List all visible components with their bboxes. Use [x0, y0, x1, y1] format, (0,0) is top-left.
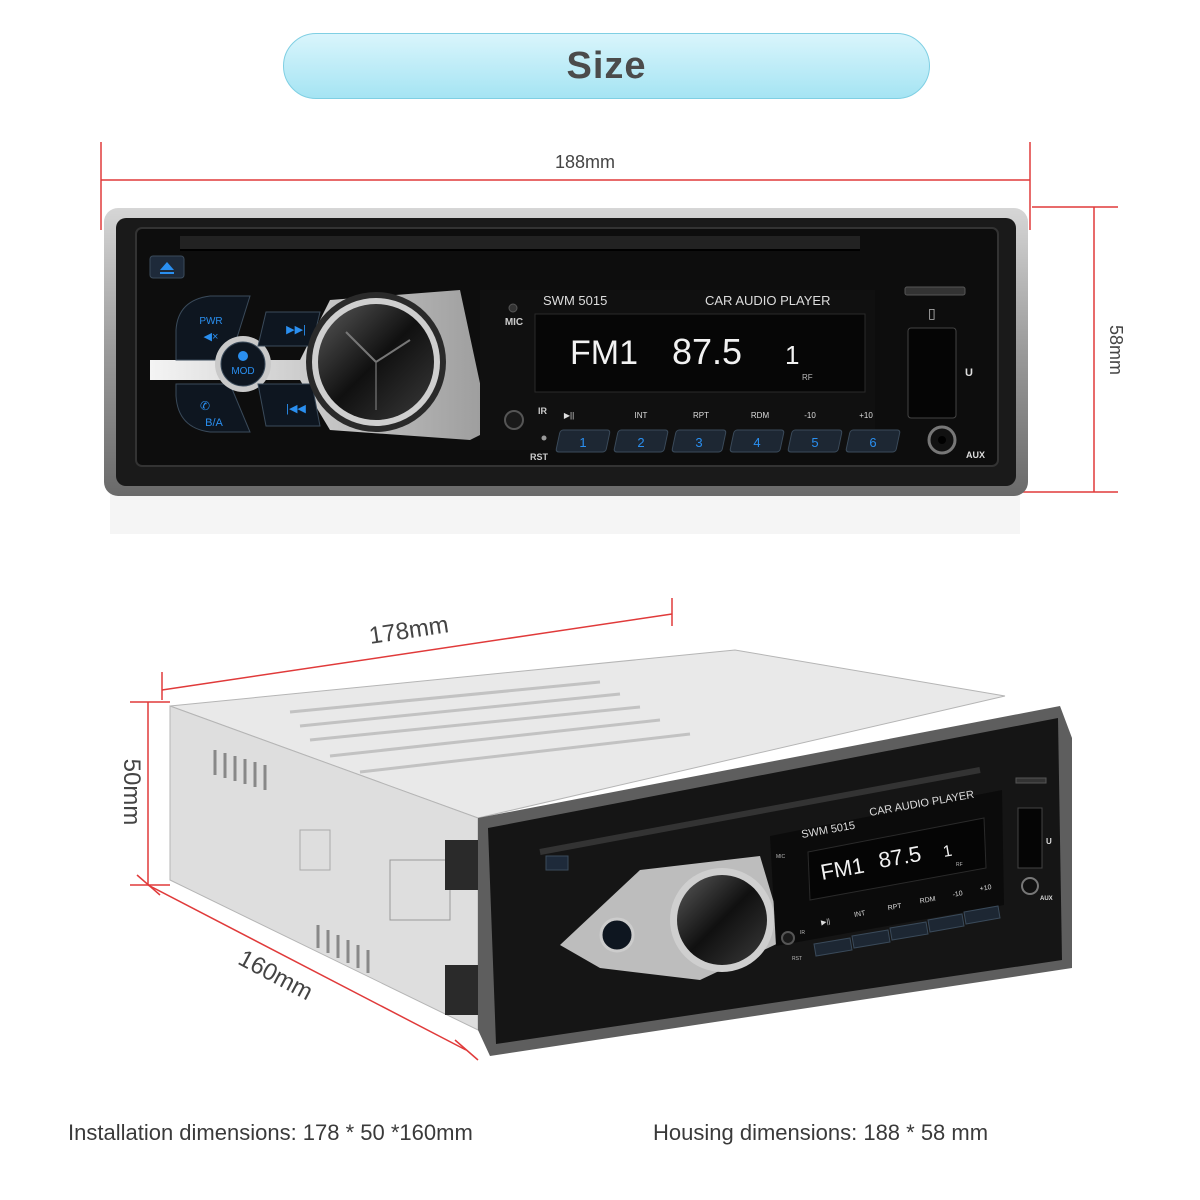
angled-eject-button[interactable]: [545, 855, 569, 871]
angled-rst-label: RST: [792, 956, 802, 962]
dimension-height-front-label: 58mm: [1106, 325, 1126, 375]
svg-text:3: 3: [695, 435, 702, 450]
reset-button[interactable]: [541, 435, 547, 441]
func-label-int: INT: [635, 411, 648, 420]
installation-dimensions-caption: Installation dimensions: 178 * 50 *160mm: [68, 1120, 473, 1145]
func-label-rdm: RDM: [751, 411, 770, 420]
svg-text:|◀◀: |◀◀: [286, 403, 306, 415]
dimension-height-depth-label: 50mm: [118, 759, 145, 826]
angled-volume-knob[interactable]: [670, 868, 774, 972]
housing-dimensions-caption: Housing dimensions: 188 * 58 mm: [653, 1120, 989, 1145]
dimension-width-depth: [161, 598, 673, 700]
preset-button-2[interactable]: 2: [613, 429, 669, 453]
svg-text:◀×: ◀×: [204, 331, 219, 343]
cd-slot: [180, 236, 860, 250]
model-label: SWM 5015: [543, 293, 607, 308]
svg-text:PWR: PWR: [199, 316, 222, 327]
angled-ir-label: IR: [800, 930, 805, 936]
preset-button-4[interactable]: 4: [729, 429, 785, 453]
angled-sd-slot: [1015, 777, 1047, 784]
next-track-button[interactable]: ▶▶|: [257, 311, 321, 347]
dimension-width-depth-label: 178mm: [367, 611, 450, 650]
dimension-length-depth: [136, 874, 479, 1061]
usb-label: U: [965, 367, 973, 379]
sd-card-slot: [904, 286, 966, 296]
preset-button-3[interactable]: 3: [671, 429, 727, 453]
func-label-plus10: +10: [859, 411, 873, 420]
angled-func-play: ▶||: [821, 918, 831, 926]
rst-label: RST: [530, 452, 549, 462]
angled-rf-label: RF: [956, 862, 963, 868]
svg-text:5: 5: [811, 435, 818, 450]
angled-aux-label: AUX: [1040, 896, 1053, 902]
eject-button[interactable]: [149, 255, 185, 279]
product-label: CAR AUDIO PLAYER: [705, 293, 830, 308]
angled-mode-button[interactable]: [599, 917, 635, 953]
angled-func-rdm: RDM: [919, 896, 936, 906]
angled-faceplate: MIC SWM 5015 CAR AUDIO PLAYER FM1 87.5 1…: [478, 706, 1072, 1056]
volume-knob[interactable]: [306, 292, 446, 432]
svg-text:MOD: MOD: [231, 366, 254, 377]
angled-view: 178mm 50mm 160mm: [118, 598, 1072, 1061]
dimension-height-depth: [130, 701, 170, 886]
func-label-rpt: RPT: [693, 411, 709, 420]
angled-lcd-channel: 1: [942, 843, 954, 861]
rf-label: RF: [802, 373, 813, 382]
lcd-frequency: 87.5: [672, 331, 742, 372]
lcd-screen: [534, 313, 866, 393]
svg-text:1: 1: [579, 435, 586, 450]
sd-card-icon: ▯: [928, 305, 936, 321]
angled-func-minus10: -10: [952, 890, 963, 899]
svg-text:B/A: B/A: [205, 417, 223, 429]
func-label-play: ▶||: [564, 411, 574, 420]
preset-buttons: 1 2 3 4 5 6: [555, 429, 901, 453]
mic-hole: [508, 303, 518, 313]
angled-func-int: INT: [854, 910, 867, 919]
mic-label: MIC: [505, 317, 523, 328]
lcd-band: FM1: [570, 334, 638, 372]
ir-sensor: [504, 410, 524, 430]
mode-button[interactable]: MOD: [215, 336, 271, 392]
svg-text:✆: ✆: [200, 399, 210, 413]
front-view: 188mm 58mm PWR ◀× ✆ B/A MOD: [100, 142, 1126, 534]
svg-text:6: 6: [869, 435, 876, 450]
dimension-width-front: [100, 142, 1031, 230]
angled-ir-sensor: [781, 931, 795, 945]
metal-housing: [169, 649, 1006, 1031]
angled-usb-port[interactable]: [1017, 807, 1043, 869]
function-labels: ▶|| INT RPT RDM -10 +10: [564, 411, 873, 420]
preset-button-5[interactable]: 5: [787, 429, 843, 453]
angled-func-rpt: RPT: [887, 903, 903, 912]
angled-preset-buttons[interactable]: [813, 905, 1001, 957]
lcd-channel: 1: [785, 340, 799, 370]
page-title: Size: [566, 44, 647, 87]
angled-usb-label: U: [1046, 837, 1052, 846]
angled-mic-label: MIC: [776, 854, 786, 860]
dimension-width-front-label: 188mm: [555, 152, 615, 172]
svg-text:2: 2: [637, 435, 644, 450]
ir-label: IR: [538, 406, 548, 416]
preset-button-1[interactable]: 1: [555, 429, 611, 453]
preset-button-6[interactable]: 6: [845, 429, 901, 453]
dimension-length-depth-label: 160mm: [234, 945, 317, 1006]
title-pill: Size: [283, 33, 930, 99]
aux-label: AUX: [966, 450, 985, 460]
func-label-minus10: -10: [804, 411, 816, 420]
previous-track-button[interactable]: |◀◀: [257, 383, 321, 427]
band-ba-button[interactable]: ✆ B/A: [175, 383, 251, 433]
svg-text:4: 4: [753, 435, 760, 450]
angled-aux-jack[interactable]: [1021, 877, 1039, 895]
usb-port[interactable]: [907, 327, 957, 419]
angled-func-plus10: +10: [979, 884, 992, 893]
svg-text:▶▶|: ▶▶|: [286, 324, 306, 336]
